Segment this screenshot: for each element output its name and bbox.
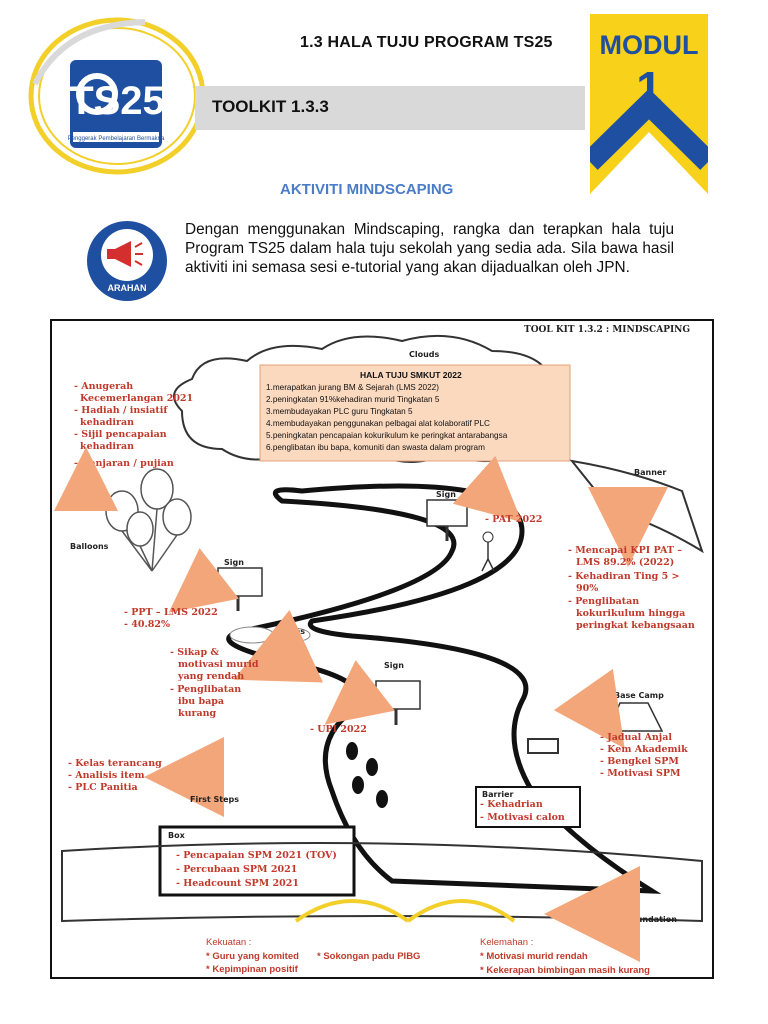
base-camp-item: - Bengkel SPM xyxy=(600,756,679,767)
hala-tuju-item: 1.merapatkan jurang BM & Sejarah (LMS 20… xyxy=(266,383,439,392)
hala-tuju-box xyxy=(259,364,571,462)
kekuatan-title: Kekuatan : xyxy=(206,937,251,948)
pat-label: - PAT 2022 xyxy=(485,514,542,525)
base-camp-label: Base Camp xyxy=(614,691,664,700)
modul-number: 1 xyxy=(636,62,662,114)
banner-label: Banner xyxy=(634,468,666,477)
ts25-logo: TS25 Penggerak Pembelajaran Bermakna xyxy=(28,17,206,175)
box-item: - Pencapaian SPM 2021 (TOV) xyxy=(176,850,337,861)
stones-item: kurang xyxy=(178,708,217,719)
ppt-item: - PPT – LMS 2022 xyxy=(124,607,218,618)
hala-tuju-item: 5.peningkatan pencapaian kokurikulum ke … xyxy=(266,431,508,440)
kelemahan-item: * Kekerapan bimbingan masih kurang xyxy=(480,965,650,976)
stones-item: - Sikap & xyxy=(170,647,219,658)
mindscape-frame xyxy=(50,319,714,979)
hala-tuju-item: 6.penglibatan ibu bapa, komuniti dan swa… xyxy=(266,443,485,452)
balloons-label: Balloons xyxy=(70,542,109,551)
stones-item: yang rendah xyxy=(177,671,244,682)
balloons-item: - Hadiah / insiatif xyxy=(74,405,168,416)
banner-item: - Mencapai KPI PAT – xyxy=(568,545,682,556)
sign-label: Sign xyxy=(436,490,456,499)
diagram-caption: TOOL KIT 1.3.2 : MINDSCAPING xyxy=(524,325,690,335)
balloons-item: kehadiran xyxy=(80,441,134,452)
stones-label: Stones xyxy=(274,627,305,636)
ppt-item: - 40.82% xyxy=(124,619,170,630)
sign-shape xyxy=(426,499,468,527)
arrow-icon xyxy=(324,660,395,725)
foundation-label: Foundation xyxy=(626,915,677,924)
first-steps-label: First Steps xyxy=(190,795,239,804)
box-item: - Percubaan SPM 2021 xyxy=(176,864,297,875)
banner-item: peringkat kebangsaan xyxy=(576,620,695,631)
kekuatan-item: * Sokongan padu PIBG xyxy=(317,951,420,962)
arrow-icon xyxy=(452,455,522,523)
instructions-text: Dengan menggunakan Mindscaping, rangka d… xyxy=(185,221,674,276)
base-camp-item: - Jadual Anjal xyxy=(600,732,672,743)
mindscape-diagram: TOOL KIT 1.3.2 : MINDSCAPING Clouds HALA… xyxy=(54,325,704,976)
stones-item: ibu bapa xyxy=(178,696,224,707)
first-steps-item: - Kelas terancang xyxy=(68,758,162,769)
hala-tuju-title: HALA TUJU SMKUT 2022 xyxy=(360,370,462,380)
sign-label: Sign xyxy=(224,558,244,567)
balloons-shape xyxy=(105,468,192,572)
box-shape xyxy=(158,825,356,897)
tent-shape xyxy=(606,702,664,732)
banner-item: kokurikulum hingga xyxy=(576,608,685,619)
barrier-item: - Motivasi calon xyxy=(480,812,565,823)
stones-item: motivasi murid xyxy=(178,659,259,670)
balloons-item: - Ganjaran / pujian xyxy=(74,458,174,469)
clouds-label: Clouds xyxy=(409,350,440,359)
page-title: 1.3 HALA TUJU PROGRAM TS25 xyxy=(300,34,553,51)
toolkit-bar xyxy=(195,86,585,130)
kekuatan-item: * Guru yang komited xyxy=(206,951,299,962)
balloons-item: kehadiran xyxy=(80,417,134,428)
box-item: - Headcount SPM 2021 xyxy=(176,878,299,889)
arrow-icon xyxy=(233,609,324,683)
modul-word: MODUL xyxy=(600,30,699,60)
arrow-icon xyxy=(553,668,625,749)
banner-item: - Penglibatan xyxy=(568,596,639,607)
kelemahan-title: Kelemahan : xyxy=(480,937,533,948)
balloons-item: Kecemerlangan 2021 xyxy=(80,393,193,404)
kekuatan-item: * Kepimpinan positif xyxy=(206,964,299,975)
first-steps-item: - Analisis item xyxy=(68,770,145,781)
balloons-item: - Anugerah xyxy=(74,381,133,392)
sign-shape xyxy=(375,680,421,710)
kelemahan-item: * Motivasi murid rendah xyxy=(480,951,588,962)
banner-item: LMS 89.2% (2022) xyxy=(576,557,674,568)
banner-item: 90% xyxy=(576,583,598,594)
ts25-logo-text: TS25 xyxy=(69,79,165,123)
road-shape xyxy=(226,483,662,894)
toolkit-label: TOOLKIT 1.3.3 xyxy=(212,97,329,116)
barrier-label: Barrier xyxy=(482,790,514,799)
base-camp-item: - Kem Akademik xyxy=(600,744,688,755)
arahan-label: ARAHAN xyxy=(108,283,147,293)
hala-tuju-item: 3.membudayakan PLC guru Tingkatan 5 xyxy=(266,407,413,416)
modul-badge: MODUL 1 xyxy=(590,14,708,194)
box-label: Box xyxy=(168,831,186,840)
sign-shape xyxy=(217,567,263,597)
hala-tuju-item: 2.peningkatan 91%kehadiran murid Tingkat… xyxy=(266,395,440,404)
upi-label: - UPI 2022 xyxy=(310,724,367,735)
sign-label: Sign xyxy=(384,661,404,670)
ts25-logo-tagline: Penggerak Pembelajaran Bermakna xyxy=(68,136,165,142)
barrier-item: - Kehadrian xyxy=(480,799,543,810)
activity-title: AKTIVITI MINDSCAPING xyxy=(280,181,454,198)
balloons-item: - Sijil pencapaian xyxy=(74,429,167,440)
arrow-icon xyxy=(168,548,239,613)
base-camp-item: - Motivasi SPM xyxy=(600,768,681,779)
barrier-box xyxy=(475,786,581,828)
megaphone-icon: ARAHAN xyxy=(87,221,167,301)
stones-item: - Penglibatan xyxy=(170,684,241,695)
banner-item: - Kehadiran Ting 5 > xyxy=(568,571,679,582)
first-steps-item: - PLC Panitia xyxy=(68,782,138,793)
hala-tuju-item: 4.membudayakan penggunakan pelbagai alat… xyxy=(266,419,490,428)
